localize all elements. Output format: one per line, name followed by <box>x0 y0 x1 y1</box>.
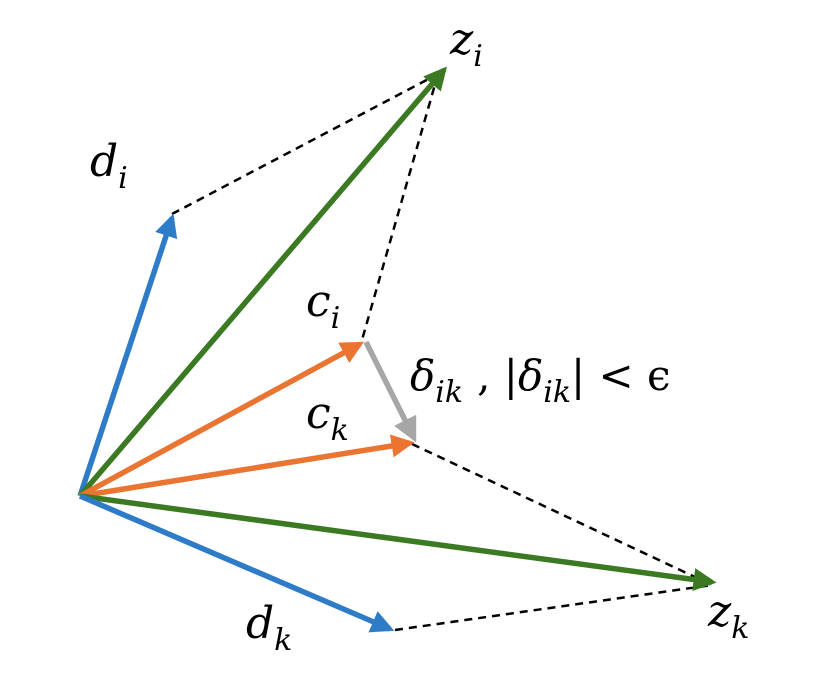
dashed-line-dk-zk <box>394 583 713 632</box>
label-z-i-sub: i <box>473 39 483 74</box>
vector-d-i <box>77 213 178 497</box>
vector-c-i <box>78 341 365 499</box>
label-z-k: zk <box>707 586 749 646</box>
vector-z-k <box>79 493 717 591</box>
vector-c-k <box>79 434 415 499</box>
vector-z-i <box>77 66 448 498</box>
label-z-k-sub: k <box>731 611 749 646</box>
dashed-line-di-zi <box>171 72 439 216</box>
label-c-i-main: c <box>306 276 331 327</box>
label-d-i-main: d <box>90 136 118 187</box>
label-c-i-sub: i <box>331 301 341 336</box>
vector-delta-ik <box>363 340 417 443</box>
label-z-i: zi <box>449 14 483 74</box>
label-delta-sub: ik <box>435 375 463 410</box>
vector-d-k <box>78 493 395 633</box>
label-c-i: ci <box>306 276 340 336</box>
label-delta-relation: | < ϵ <box>571 351 671 400</box>
label-d-i: di <box>90 136 128 196</box>
label-d-i-sub: i <box>118 161 128 196</box>
label-delta-symbol-2: δ <box>518 351 543 400</box>
label-delta-sub-2: ik <box>543 375 571 410</box>
label-c-k-sub: k <box>331 413 349 448</box>
label-c-k-main: c <box>306 388 331 439</box>
label-z-k-main: z <box>707 586 732 637</box>
label-d-k: dk <box>246 598 292 658</box>
label-delta-symbol: δ <box>410 351 435 400</box>
label-delta-separator: , | <box>477 351 518 400</box>
label-d-k-sub: k <box>274 623 292 658</box>
label-d-k-main: d <box>246 598 274 649</box>
label-delta-condition: δik, |δik| < ϵ <box>410 351 671 410</box>
dashed-line-zi-ci <box>360 73 440 341</box>
label-c-k: ck <box>306 388 349 448</box>
label-z-i-main: z <box>449 14 474 65</box>
